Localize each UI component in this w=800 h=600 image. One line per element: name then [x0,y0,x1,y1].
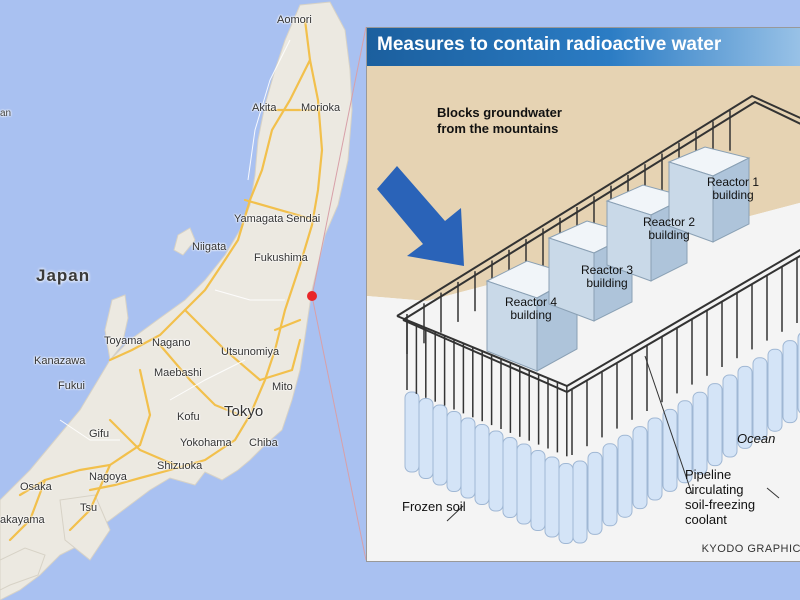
city-nagoya[interactable]: Nagoya [89,471,127,483]
city-mito[interactable]: Mito [272,381,293,393]
reactor-3-label: Reactor 3 building [577,264,637,290]
zoom-line-bottom [311,295,367,561]
reactor-1-label: Reactor 1 building [703,176,763,202]
city-yamagata[interactable]: Yamagata [234,213,284,225]
country-label: Japan [36,266,91,285]
reactor-3-label-line2: building [586,276,628,290]
frozen-soil-column [602,443,618,527]
city-tokyo[interactable]: Tokyo [224,403,264,420]
reactor-3-label-line1: Reactor 3 [580,263,634,277]
city-gifu[interactable]: Gifu [89,428,110,440]
frozen-soil-column [752,357,768,441]
frozen-soil-column [516,443,532,525]
frozen-soil-column [722,374,738,458]
frozen-soil-column [488,430,504,512]
reactor-2-label-line2: building [648,228,690,242]
mountain-soil [367,66,800,301]
city-wakayama[interactable]: akayama [0,514,45,526]
reactor-1-building [667,146,751,243]
city-aomori[interactable]: Aomori [277,14,312,26]
kii-peninsula [59,494,111,561]
inset-title-bar: Measures to contain radioactive water [367,28,800,66]
groundwater-label-1: Blocks groundwater [437,105,562,120]
reactor-diagram [367,66,800,561]
reactor-4-label: Reactor 4 building [501,296,561,322]
reactor-1-label-line2: building [712,188,754,202]
frozen-soil-column [647,417,663,501]
highway-network [8,18,324,542]
reactor-2-building [605,184,689,282]
frozen-soil-column [404,391,420,473]
frozen-soil-column [558,463,574,544]
pipeline-leader [644,355,693,495]
city-niigata[interactable]: Niigata [192,241,227,253]
inset-infographic: Measures to contain radioactive water [366,27,800,562]
pipeline-label-3: soil-freezing [685,497,756,512]
city-akita[interactable]: Akita [252,102,277,114]
frozen-soil-column [587,451,603,535]
left-edge-label: an [0,108,12,119]
pipeline-label-1: Pipeline [685,467,732,482]
frozen-soil-column [707,383,723,467]
frozen-soil-column [632,426,648,510]
frozen-soil-column [530,450,546,531]
frozen-soil-column [737,365,753,449]
reactor-1-label-line1: Reactor 1 [706,175,760,189]
city-maebashi[interactable]: Maebashi [154,367,202,379]
shikoku-landmass [0,547,46,591]
zoom-line-top [311,26,367,297]
frozen-soil-column [502,437,518,518]
noto-peninsula [104,294,129,362]
frozen-soil-column [432,404,448,486]
frozen-soil-column [446,411,462,492]
pipeline-label-4: coolant [685,512,727,527]
reactor-4-label-line2: building [510,308,552,322]
frozen-soil-column [662,408,678,492]
frozen-soil-column [767,348,783,432]
frozen-soil-wall-right [572,332,800,544]
frozen-soil-column [782,340,798,424]
city-fukushima[interactable]: Fukushima [254,252,308,264]
city-tsu[interactable]: Tsu [80,502,98,514]
city-shizuoka[interactable]: Shizuoka [157,460,203,472]
city-chiba[interactable]: Chiba [249,437,278,449]
sado-island [173,227,196,256]
reactor-2-label: Reactor 2 building [639,216,699,242]
frozen-soil-label: Frozen soil [402,499,466,514]
city-fukui[interactable]: Fukui [58,380,85,392]
frozen-soil-column [572,460,588,544]
reactor-2-label-line1: Reactor 2 [642,215,696,229]
inset-title: Measures to contain radioactive water [377,34,722,55]
ocean-label: Ocean [737,431,776,446]
city-nagano[interactable]: Nagano [152,337,191,349]
city-yokohama[interactable]: Yokohama [180,437,232,449]
credit-label: KYODO GRAPHIC [701,543,800,555]
city-morioka[interactable]: Morioka [301,102,341,114]
frozen-soil-column [474,424,490,505]
frozen-soil-column [460,417,476,499]
honshu-landmass [0,1,353,600]
minor-roads [59,39,291,441]
frozen-soil-wall-front [404,391,574,544]
city-utsunomiya[interactable]: Utsunomiya [221,346,280,358]
frozen-soil-leader [446,505,464,522]
city-osaka[interactable]: Osaka [20,481,52,493]
groundwater-arrow [377,166,464,266]
frozen-soil-column [418,398,434,479]
frozen-soil-column [617,434,633,518]
fukushima-daiichi-marker[interactable] [307,291,317,301]
city-kofu[interactable]: Kofu [177,411,200,423]
frozen-soil-column [692,391,708,475]
reactor-4-label-line1: Reactor 4 [504,295,558,309]
city-sendai[interactable]: Sendai [286,213,321,225]
frozen-soil-column [544,456,560,538]
pipeline-label-2: circulating [685,482,744,497]
ocean-arrow [766,487,780,499]
city-kanazawa[interactable]: Kanazawa [34,355,86,367]
city-toyama[interactable]: Toyama [104,335,143,347]
groundwater-label-2: from the mountains [437,121,559,136]
